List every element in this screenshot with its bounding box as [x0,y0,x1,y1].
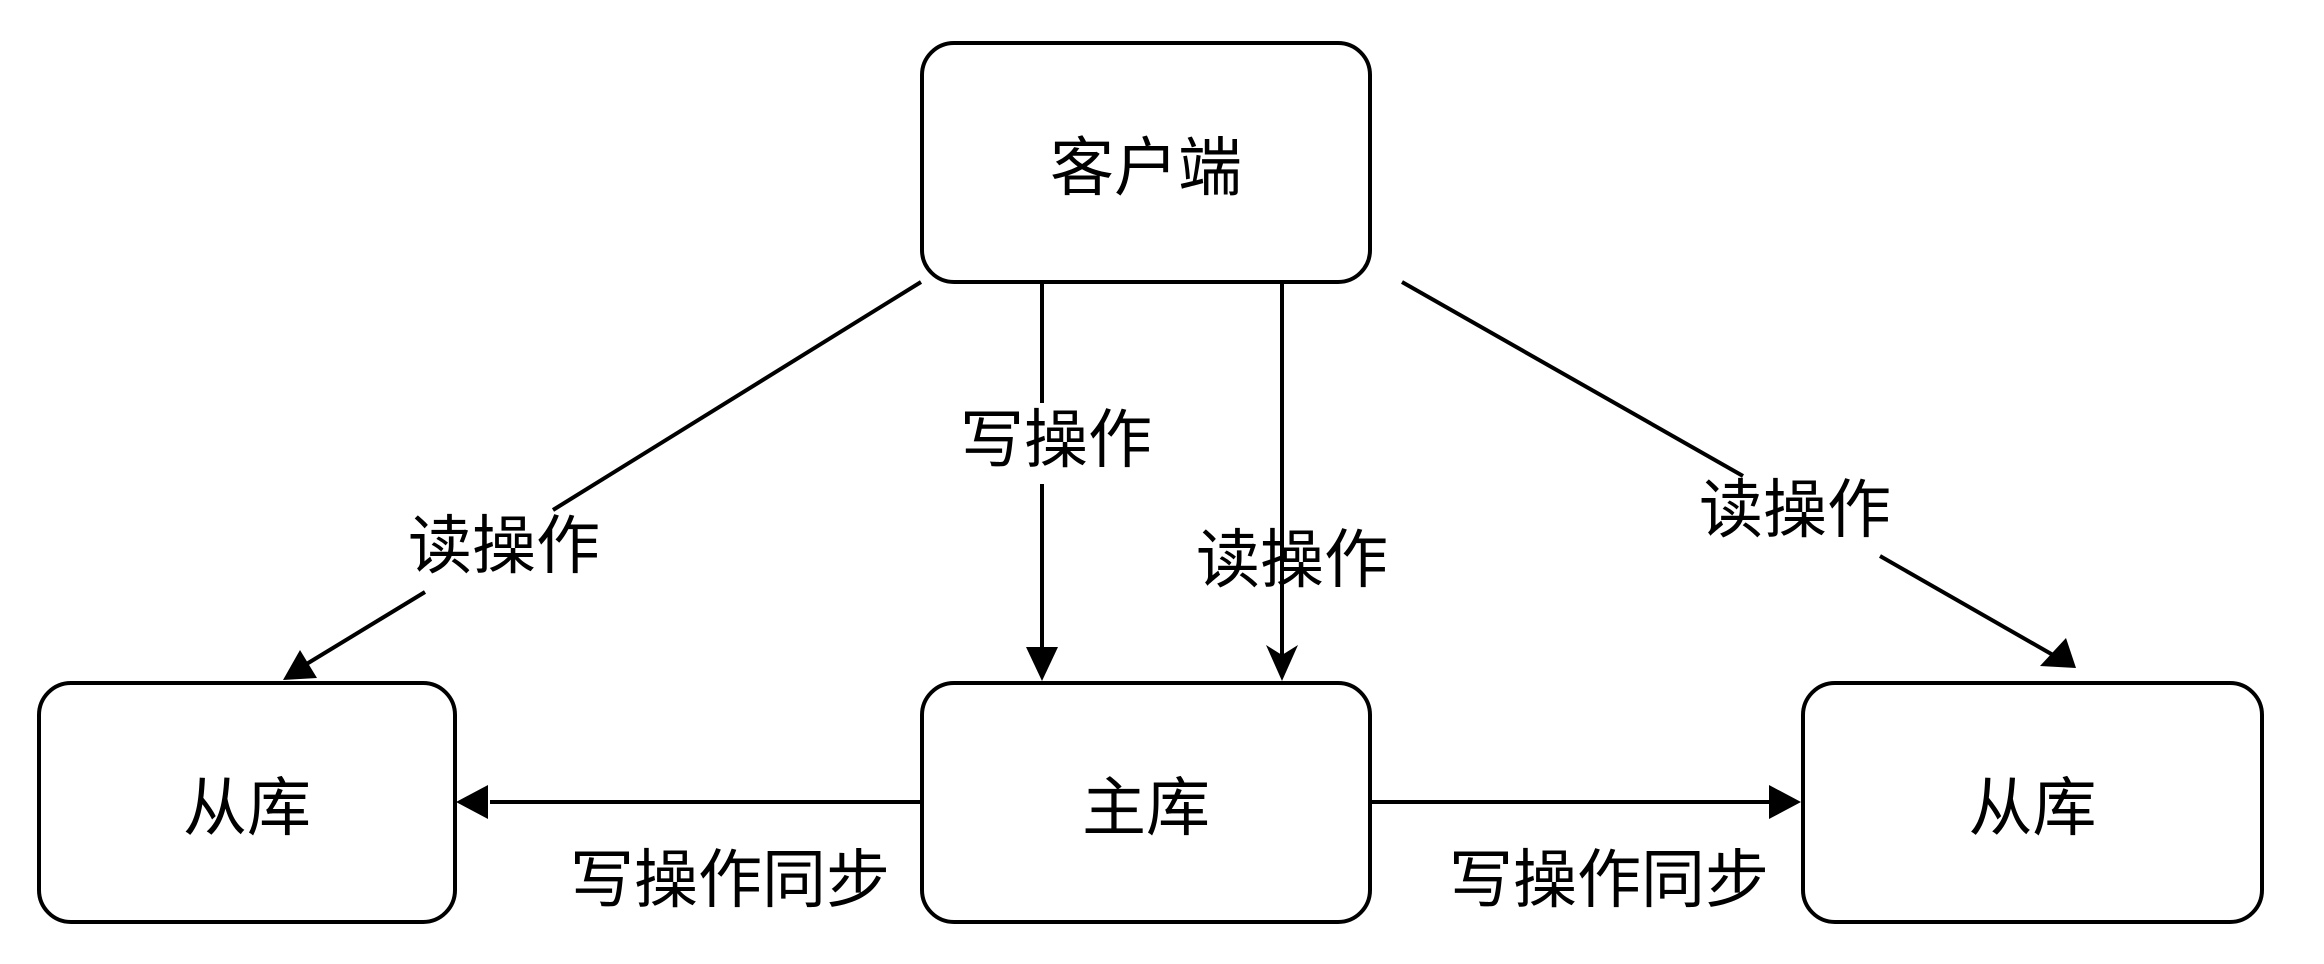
slave-right-node-label: 从库 [1968,771,2097,846]
edge-label-read-right: 读操作 [1699,474,1891,548]
arrowhead-slave-right-side [1769,785,1801,819]
arrowhead-slave-left-side [456,785,488,819]
master-node[interactable]: 主库 [920,681,1372,924]
arrowhead-master-read [1266,645,1298,681]
slave-right-node[interactable]: 从库 [1801,681,2264,924]
client-node-label: 客户端 [1050,131,1242,206]
edge-label-sync-left: 写操作同步 [570,844,890,918]
client-node[interactable]: 客户端 [920,41,1372,284]
edge-client-slave-left-lower [298,590,427,670]
edge-client-slave-left-upper [551,280,923,512]
edge-label-write-master: 写操作 [960,404,1152,478]
master-node-label: 主库 [1082,771,1210,846]
edge-client-slave-right-upper [1401,280,1744,478]
arrowhead-slave-left-top [283,650,317,680]
edge-client-slave-right-lower [1879,554,2061,661]
slave-left-node[interactable]: 从库 [37,681,457,924]
arrowhead-slave-right-top [2040,638,2076,668]
slave-left-node-label: 从库 [183,771,311,846]
arrowhead-master-write [1026,647,1058,681]
edge-label-read-master: 读操作 [1196,524,1388,598]
edge-label-read-left: 读操作 [408,510,600,584]
edge-label-sync-right: 写操作同步 [1449,844,1769,918]
